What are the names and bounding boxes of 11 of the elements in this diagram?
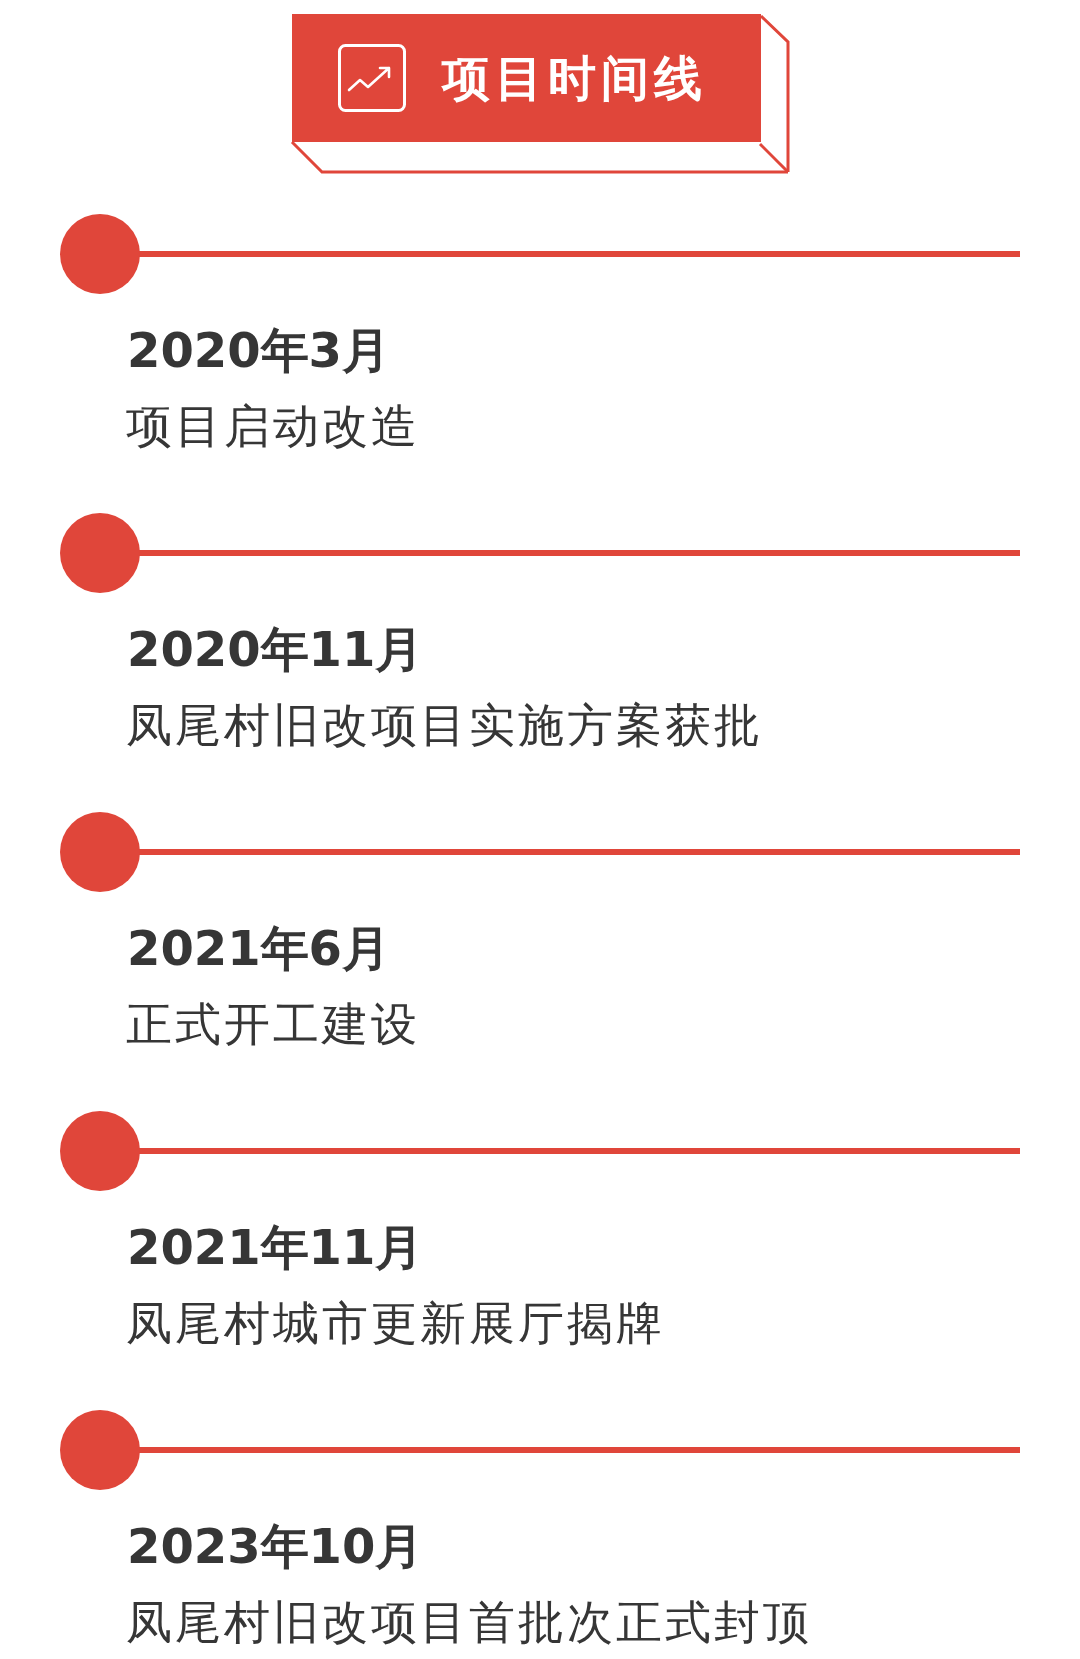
event-description: 凤尾村旧改项目首批次正式封顶	[126, 1594, 812, 1650]
date-label: 2021年11月	[127, 1219, 424, 1275]
date-label: 2020年3月	[127, 322, 390, 378]
title-text: 项目时间线	[442, 50, 707, 106]
event-description: 凤尾村旧改项目实施方案获批	[126, 697, 763, 753]
event-description: 凤尾村城市更新展厅揭牌	[126, 1295, 665, 1351]
event-description: 正式开工建设	[126, 996, 420, 1052]
date-label: 2020年11月	[127, 621, 424, 677]
date-label: 2023年10月	[127, 1518, 424, 1574]
event-description: 项目启动改造	[126, 398, 420, 454]
date-label: 2021年6月	[127, 920, 390, 976]
